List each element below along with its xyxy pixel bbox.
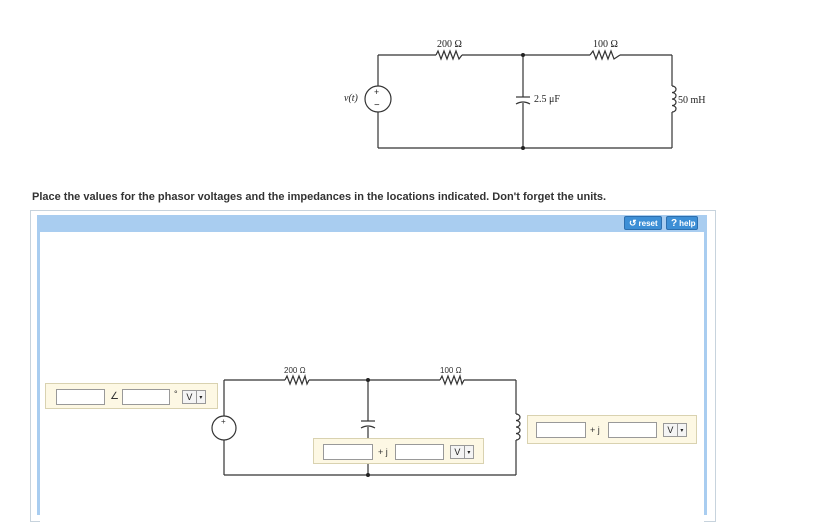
reference-circuit-diagram bbox=[364, 49, 677, 150]
reset-icon: ↺ bbox=[629, 217, 637, 228]
source-unit-value: V bbox=[186, 392, 193, 402]
reset-label: reset bbox=[638, 218, 658, 228]
source-magnitude-field[interactable] bbox=[56, 389, 105, 405]
capacitor-label: 2.5 μF bbox=[534, 94, 560, 105]
chevron-down-icon: ▾ bbox=[676, 424, 686, 436]
answer-source-plus-sign: + bbox=[221, 417, 226, 426]
inductor-imag-field[interactable] bbox=[608, 422, 657, 438]
inductor-impedance-dropbox: + j V ▾ bbox=[527, 415, 697, 444]
answer-resistor-100-icon bbox=[439, 373, 465, 386]
answer-resistor-200-icon bbox=[284, 373, 310, 386]
answer-resistor-100-label: 100 Ω bbox=[440, 366, 462, 375]
chevron-down-icon: ▾ bbox=[463, 446, 473, 458]
source-plus-sign: + bbox=[374, 87, 380, 97]
instructions-text: Place the values for the phasor voltages… bbox=[32, 191, 607, 203]
inductor-unit-value: V bbox=[667, 425, 674, 435]
source-minus-sign: − bbox=[374, 100, 380, 111]
reset-button[interactable]: ↺ reset bbox=[624, 216, 662, 230]
capacitor-unit-value: V bbox=[454, 447, 461, 457]
inductor-j-label: + j bbox=[590, 425, 600, 435]
resistor-100-label: 100 Ω bbox=[593, 39, 618, 50]
source-unit-select[interactable]: V ▾ bbox=[182, 390, 206, 404]
answer-resistor-200-label: 200 Ω bbox=[284, 366, 306, 375]
degree-symbol: ° bbox=[174, 389, 178, 399]
source-phasor-dropbox: ∠ ° V ▾ bbox=[45, 383, 218, 409]
resistor-200-icon bbox=[435, 49, 463, 61]
help-label: help bbox=[679, 218, 696, 228]
answer-voltage-source-icon bbox=[211, 415, 237, 441]
chevron-down-icon: ▾ bbox=[195, 391, 205, 403]
angle-symbol: ∠ bbox=[110, 391, 119, 402]
capacitor-j-label: + j bbox=[378, 447, 388, 457]
capacitor-imag-field[interactable] bbox=[395, 444, 444, 460]
capacitor-real-field[interactable] bbox=[323, 444, 373, 460]
answer-canvas bbox=[40, 232, 704, 522]
source-angle-field[interactable] bbox=[122, 389, 170, 405]
help-icon: ? bbox=[671, 217, 678, 229]
resistor-200-label: 200 Ω bbox=[437, 39, 462, 50]
inductor-label: 50 mH bbox=[678, 95, 706, 106]
inductor-icon bbox=[671, 85, 677, 113]
resistor-100-icon bbox=[589, 49, 621, 61]
source-label: v(t) bbox=[344, 93, 358, 104]
inductor-real-field[interactable] bbox=[536, 422, 586, 438]
capacitor-unit-select[interactable]: V ▾ bbox=[450, 445, 474, 459]
voltage-source-icon bbox=[364, 85, 392, 113]
capacitor-impedance-dropbox: + j V ▾ bbox=[313, 438, 484, 464]
answer-inductor-icon bbox=[515, 413, 521, 441]
inductor-unit-select[interactable]: V ▾ bbox=[663, 423, 687, 437]
help-button[interactable]: ? help bbox=[666, 216, 698, 230]
